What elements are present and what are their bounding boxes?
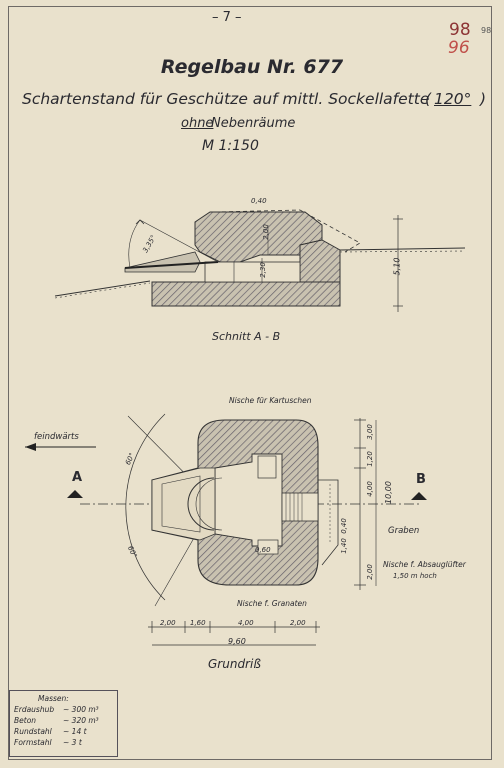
plan-dim-bottom: 2,00 xyxy=(160,619,176,627)
section-drawing xyxy=(54,209,466,312)
mass-row-label: Rundstahl xyxy=(14,727,52,736)
plan-dim-bottom: 4,00 xyxy=(238,619,254,627)
plan-caption: Grundriß xyxy=(208,657,261,671)
archive-stamp-number-red: 96 xyxy=(448,38,470,58)
plan-dim-bottom: 2,00 xyxy=(290,619,306,627)
page-number: – 7 – xyxy=(212,10,242,25)
mass-row-value: ~ 300 m³ xyxy=(63,705,99,714)
archive-page-number: 98 xyxy=(481,26,492,35)
section-dim: 2,30 xyxy=(258,262,267,278)
plan-dim-right: 4,00 xyxy=(365,481,374,497)
section-marker-b: B xyxy=(416,472,426,487)
mass-row-value: ~ 3 t xyxy=(63,738,82,747)
plan-dim-misc: 0,40 xyxy=(339,518,348,534)
plan-dim-right: 1,20 xyxy=(365,451,374,467)
subtitle-paren-close: ) xyxy=(480,90,487,108)
plan-dim-bottom: 1,60 xyxy=(190,619,206,627)
plan-dim-misc: 0,60 xyxy=(255,546,271,554)
mass-row-label: Erdaushub xyxy=(14,705,55,714)
section-dim: 0,40 xyxy=(251,197,267,205)
niche-grenades-label: Nische f. Granaten xyxy=(237,599,307,608)
mass-row-value: ~ 14 t xyxy=(63,727,87,736)
subtitle-underlined-word: ohne xyxy=(181,116,214,131)
mass-table-heading: Massen: xyxy=(38,694,69,703)
section-marker-a: A xyxy=(72,470,83,485)
niche-fan-height: 1,50 m hoch xyxy=(393,572,437,580)
drawing-scale: M 1:150 xyxy=(202,138,259,154)
plan-dim-right: 2,00 xyxy=(365,564,374,580)
niche-fan-label: Nische f. Absauglüfter xyxy=(383,560,466,569)
mass-table: Massen: Erdaushub ~ 300 m³ Beton ~ 320 m… xyxy=(9,690,118,757)
plan-drawing xyxy=(25,413,427,646)
plan-dim-right: 10,00 xyxy=(383,481,393,504)
plan-dim-misc: 1,40 xyxy=(339,538,348,554)
section-caption: Schnitt A - B xyxy=(212,330,281,343)
section-dim: 2,00 xyxy=(261,224,270,240)
drawing-title: Regelbau Nr. 677 xyxy=(160,56,344,78)
niche-cartridges-label: Nische für Kartuschen xyxy=(229,396,312,405)
plan-dim-right: 3,00 xyxy=(365,424,374,440)
drawing-subtitle: Schartenstand für Geschütze auf mittl. S… xyxy=(22,90,430,108)
trench-label: Graben xyxy=(388,526,420,536)
archive-stamp-number: 98 xyxy=(449,20,471,40)
subtitle-rest: Nebenräume xyxy=(211,116,296,131)
subtitle-angle: 120° xyxy=(434,90,472,108)
plan-dim-total: 9,60 xyxy=(228,637,246,646)
mass-row-label: Formstahl xyxy=(14,738,52,747)
mass-row-value: ~ 320 m³ xyxy=(63,716,99,725)
section-dim: 5,10 xyxy=(392,257,402,276)
mass-row-label: Beton xyxy=(14,716,37,725)
subtitle-paren-open: ( xyxy=(425,90,432,108)
enemy-direction-label: feindwärts xyxy=(34,432,79,442)
sheet-border xyxy=(8,6,492,760)
